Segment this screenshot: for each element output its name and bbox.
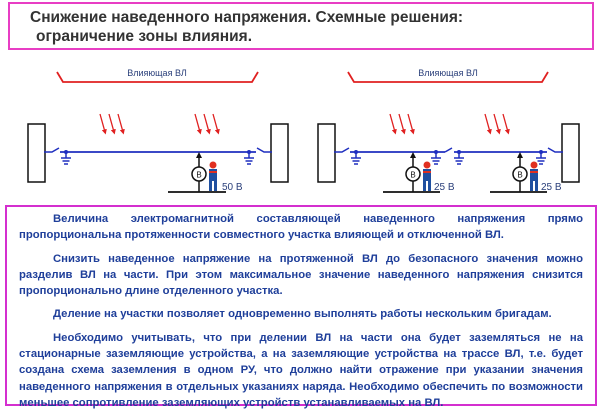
circuit-diagram: Влияющая ВЛ В 50 В Влияющая ВЛ — [27, 68, 580, 193]
induction-arrows-icon — [195, 114, 218, 132]
voltage-value-1: 25 В — [434, 182, 455, 193]
switch-icon — [44, 147, 60, 153]
paragraph-3: Деление на участки позволяет одновременн… — [53, 308, 552, 321]
voltmeter-icon — [191, 166, 207, 182]
induction-arrows-icon — [100, 114, 123, 132]
section-switch-icon — [444, 147, 453, 153]
influencing-line-bracket — [56, 71, 259, 83]
substation-right — [561, 123, 580, 183]
worker-icon — [530, 161, 538, 191]
voltmeter-label: В — [517, 171, 522, 180]
induction-arrows-icon — [485, 114, 508, 132]
substation-left — [27, 123, 46, 183]
title-box: Снижение наведенного напряжения. Схемные… — [8, 2, 594, 50]
title-line-2: ограничение зоны влияния. — [36, 28, 253, 45]
left-diagram: Влияющая ВЛ В 50 В — [27, 68, 289, 193]
voltmeter-icon — [405, 166, 421, 182]
explanation-box: Величина электромагнитной составляющей н… — [5, 205, 597, 409]
title-line-1: Снижение наведенного напряжения. Схемные… — [30, 9, 464, 26]
induction-arrows-icon — [390, 114, 413, 132]
voltage-value: 50 В — [222, 182, 243, 193]
voltage-value-2: 25 В — [541, 182, 562, 193]
right-diagram: Влияющая ВЛ В 25 В В 25 В — [317, 68, 580, 193]
influencing-line-bracket — [347, 71, 549, 83]
substation-right — [270, 123, 289, 183]
switch-icon — [334, 147, 350, 153]
switch-icon — [547, 147, 563, 153]
worker-icon — [209, 161, 217, 191]
paragraph-2: Снизить наведенное напряжение на протяже… — [19, 252, 583, 298]
influencing-line-label: Влияющая ВЛ — [418, 68, 478, 78]
worker-icon — [423, 161, 431, 191]
substation-left — [317, 123, 336, 183]
voltmeter-label: В — [196, 171, 201, 180]
voltmeter-label: В — [410, 171, 415, 180]
paragraph-1: Величина электромагнитной составляющей н… — [19, 213, 583, 242]
paragraph-4: Необходимо учитывать, что при делении ВЛ… — [19, 331, 583, 409]
switch-icon — [256, 147, 272, 153]
influencing-line-label: Влияющая ВЛ — [127, 68, 187, 78]
voltmeter-icon — [512, 166, 528, 182]
